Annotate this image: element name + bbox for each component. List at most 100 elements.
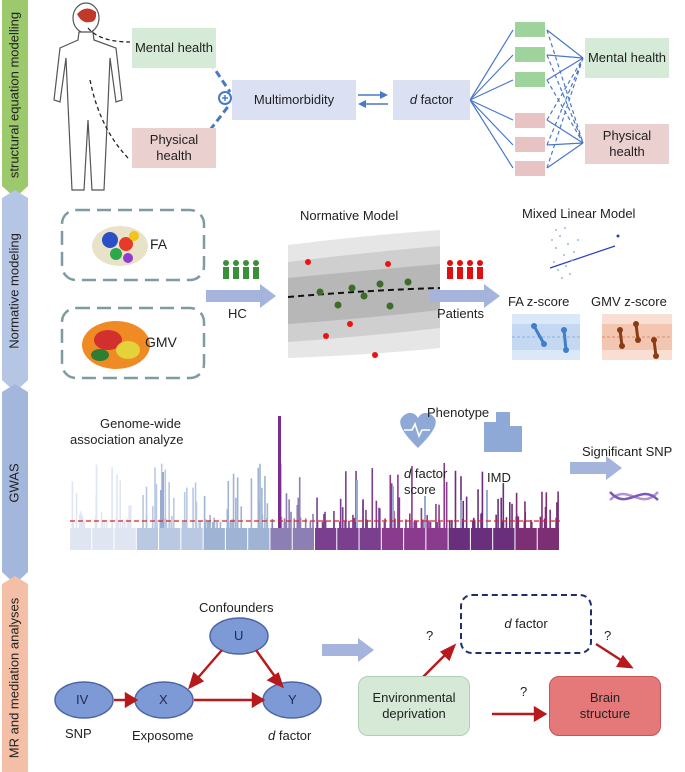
manhattan-peak: [259, 463, 261, 528]
sem-graphics: [53, 2, 584, 191]
tag-normative-label: Normative modeling: [6, 233, 22, 349]
normative-graphics: [60, 208, 672, 380]
manhattan-peak: [517, 516, 520, 528]
manhattan-peak: [299, 517, 302, 528]
manhattan-chromosome: [270, 528, 292, 550]
mr-d-italic: d: [268, 728, 276, 743]
manhattan-peak: [366, 519, 368, 528]
gwas-d-italic: d: [404, 466, 412, 481]
manhattan-peak: [232, 473, 235, 528]
node-iv: [54, 681, 114, 719]
manhattan-peak: [501, 521, 504, 528]
manhattan-peak: [235, 497, 237, 528]
manhattan-peak: [126, 518, 129, 528]
mediator-d-italic: d: [504, 615, 512, 631]
manhattan-peak: [502, 483, 505, 528]
manhattan-peak: [438, 504, 440, 528]
manhattan-chromosome: [359, 528, 381, 550]
manhattan-peak: [100, 512, 103, 528]
manhattan-peak: [422, 519, 424, 528]
manhattan-peak: [119, 480, 121, 528]
manhattan-peak: [266, 503, 269, 528]
hc-label: HC: [228, 306, 247, 321]
fa-zscore-label: FA z-score: [508, 294, 570, 309]
phenotype-label: Phenotype: [427, 405, 490, 420]
physical-health-box: Physical health: [132, 128, 216, 168]
dna-icon: [609, 491, 659, 501]
manhattan-peak: [203, 496, 206, 528]
manhattan-peak: [219, 521, 222, 528]
manhattan-peak: [162, 472, 164, 528]
manhattan-chromosome: [493, 528, 515, 550]
manhattan-peak: [163, 518, 166, 528]
manhattan-peak: [348, 520, 350, 528]
manhattan-peak: [103, 519, 105, 528]
manhattan-peak: [186, 487, 188, 528]
manhattan-peak: [448, 521, 451, 528]
mediator-d-rest: factor: [511, 615, 548, 631]
manhattan-peak: [339, 521, 341, 528]
manhattan-peak: [389, 474, 392, 528]
tag-sem: structural equation modelling: [0, 0, 28, 190]
exposome-label: Exposome: [132, 728, 194, 743]
buildings-icon: [484, 412, 522, 452]
manhattan-peak: [511, 503, 513, 528]
multimorbidity-label: Multimorbidity: [253, 91, 335, 107]
manhattan-peak: [293, 518, 296, 528]
manhattan-peak: [497, 498, 499, 528]
manhattan-peak: [321, 521, 324, 528]
healthy-controls-icon: [223, 260, 259, 279]
manhattan-peak: [79, 511, 82, 528]
manhattan-peak: [181, 521, 184, 528]
manhattan-peak: [257, 467, 260, 528]
manhattan-peak: [435, 503, 437, 528]
manhattan-peak: [208, 520, 210, 528]
manhattan-chromosome: [448, 528, 470, 550]
manhattan-peak: [83, 521, 86, 528]
tag-normative: Normative modeling: [0, 196, 28, 386]
manhattan-peak: [390, 521, 393, 528]
fa-zscore-plot: [512, 314, 580, 360]
manhattan-peak: [164, 469, 167, 528]
manhattan-peak: [264, 476, 266, 528]
manhattan-peak: [240, 506, 243, 528]
manhattan-chromosome: [136, 528, 159, 550]
manhattan-peak: [250, 478, 253, 528]
tag-mr-label: MR and mediation analyses: [6, 597, 22, 759]
mr-graphics: [54, 617, 634, 723]
mr-d-factor-label: d factor: [268, 728, 311, 743]
patients-label: Patients: [437, 306, 484, 321]
manhattan-peak: [128, 505, 130, 528]
u-label: U: [234, 628, 244, 643]
manhattan-peak: [472, 517, 475, 528]
manhattan-peak: [194, 482, 197, 528]
human-body-icon: [53, 2, 123, 191]
manhattan-peak: [204, 519, 207, 528]
manhattan-peak: [266, 517, 268, 528]
genome-line1: Genome-wide: [100, 416, 181, 431]
manhattan-chromosome: [181, 528, 203, 550]
manhattan-peak: [145, 486, 148, 528]
manhattan-peak: [397, 474, 399, 528]
manhattan-peak: [345, 471, 347, 528]
manhattan-peak: [339, 498, 342, 528]
brain-icon: [77, 8, 97, 23]
tag-sem-label: structural equation modelling: [6, 11, 22, 179]
heart-pulse-icon: [400, 412, 436, 448]
manhattan-peak: [543, 518, 546, 528]
physical-health-label: Physical health: [149, 131, 199, 163]
manhattan-peak: [505, 517, 508, 528]
manhattan-peak: [392, 486, 394, 528]
manhattan-peak: [198, 521, 201, 528]
manhattan-peak: [154, 467, 156, 528]
manhattan-peak: [486, 490, 488, 528]
manhattan-peak: [309, 521, 312, 528]
y-label: Y: [288, 692, 297, 707]
manhattan-peak: [234, 518, 237, 528]
manhattan-peak: [429, 522, 432, 528]
manhattan-peak: [116, 474, 118, 528]
manhattan-peak: [165, 519, 168, 528]
manhattan-peak: [213, 517, 215, 528]
gmv-brain-icon: [82, 321, 150, 369]
gmv-label: GMV: [145, 334, 177, 350]
